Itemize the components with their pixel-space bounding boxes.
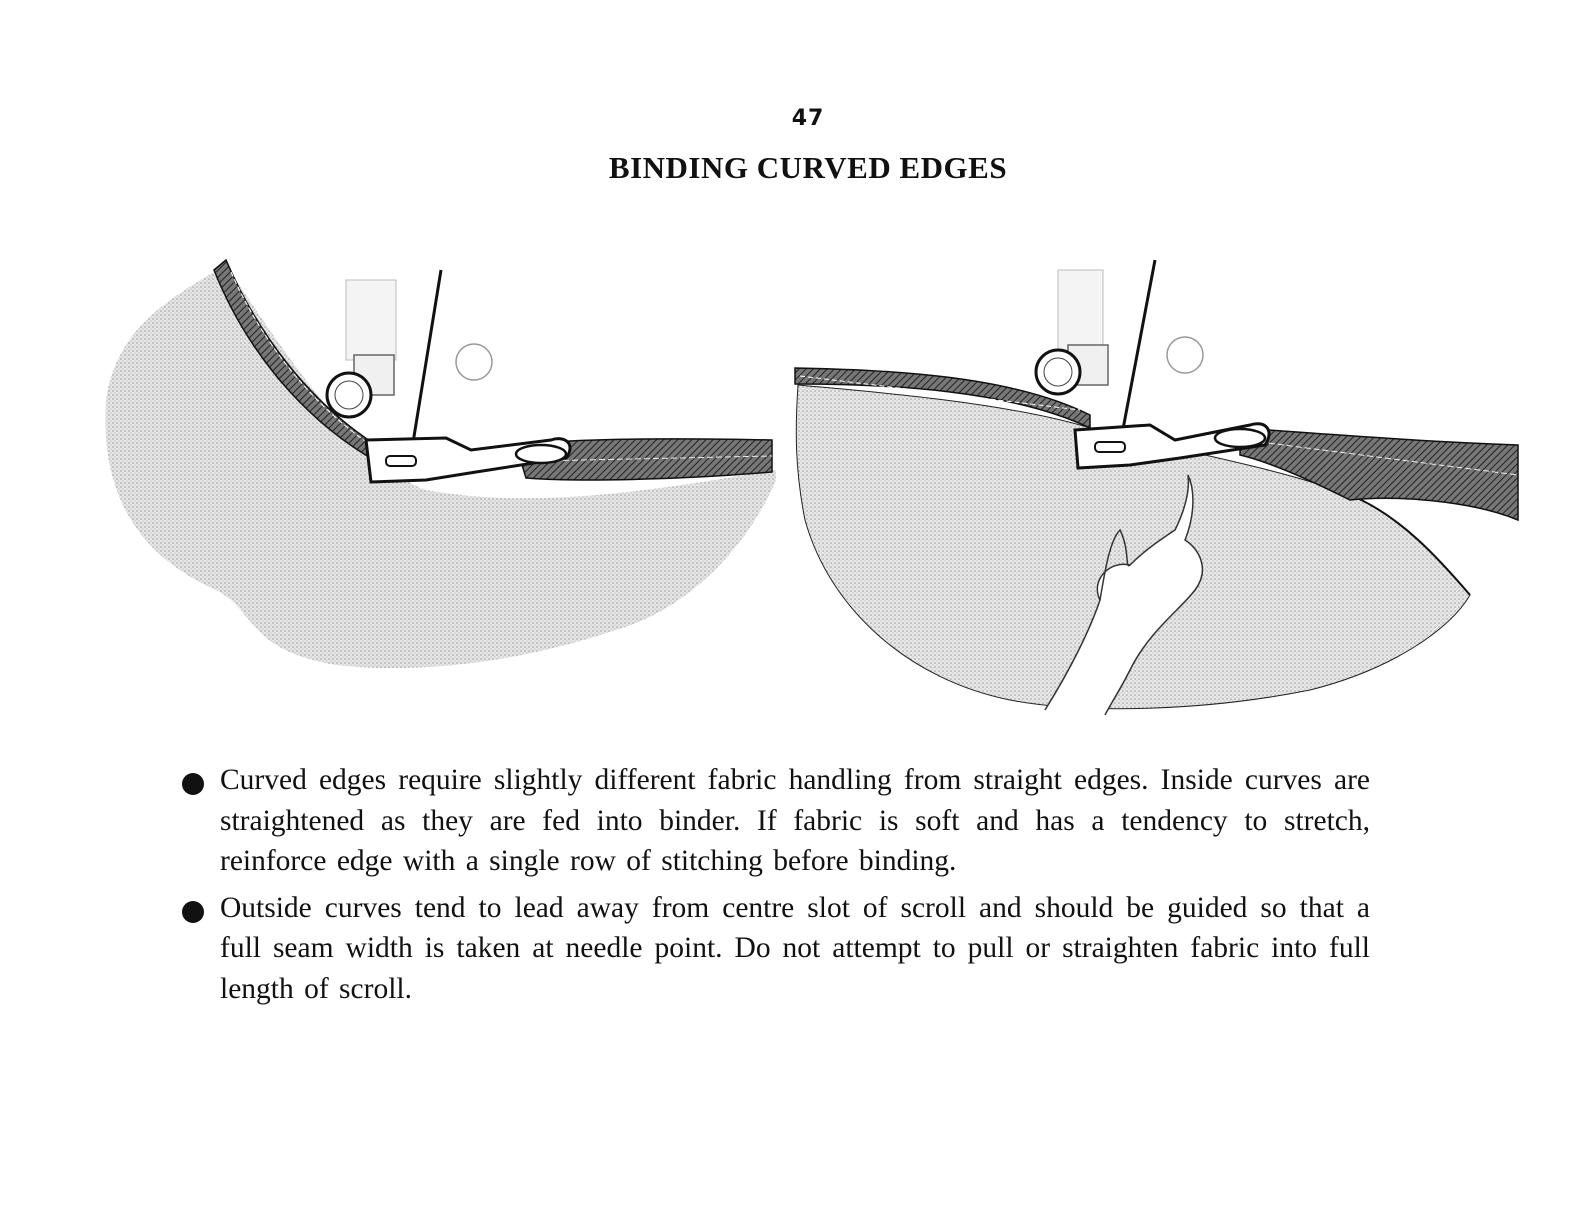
page-title: BINDING CURVED EDGES <box>608 150 1008 185</box>
thumb-screw <box>325 371 373 419</box>
inside-curve-illustration <box>105 258 776 669</box>
thumb-screw <box>1034 348 1082 396</box>
instruction-text: Outside curves tend to lead away from ce… <box>220 891 1370 1005</box>
instruction-text: Curved edges require slightly different … <box>220 764 1370 877</box>
bullet-icon <box>182 900 204 923</box>
bias-strip <box>1239 427 1519 522</box>
instruction-item: Curved edges require slightly different … <box>180 760 1370 882</box>
instruction-item: Outside curves tend to lead away from ce… <box>180 888 1370 1010</box>
bullet-icon <box>182 773 204 795</box>
outside-curve-illustration <box>794 259 1519 716</box>
needle <box>409 269 443 456</box>
page-number: 47 <box>791 106 825 131</box>
needle <box>1118 259 1157 446</box>
instruction-list: Curved edges require slightly different … <box>180 760 1370 1015</box>
